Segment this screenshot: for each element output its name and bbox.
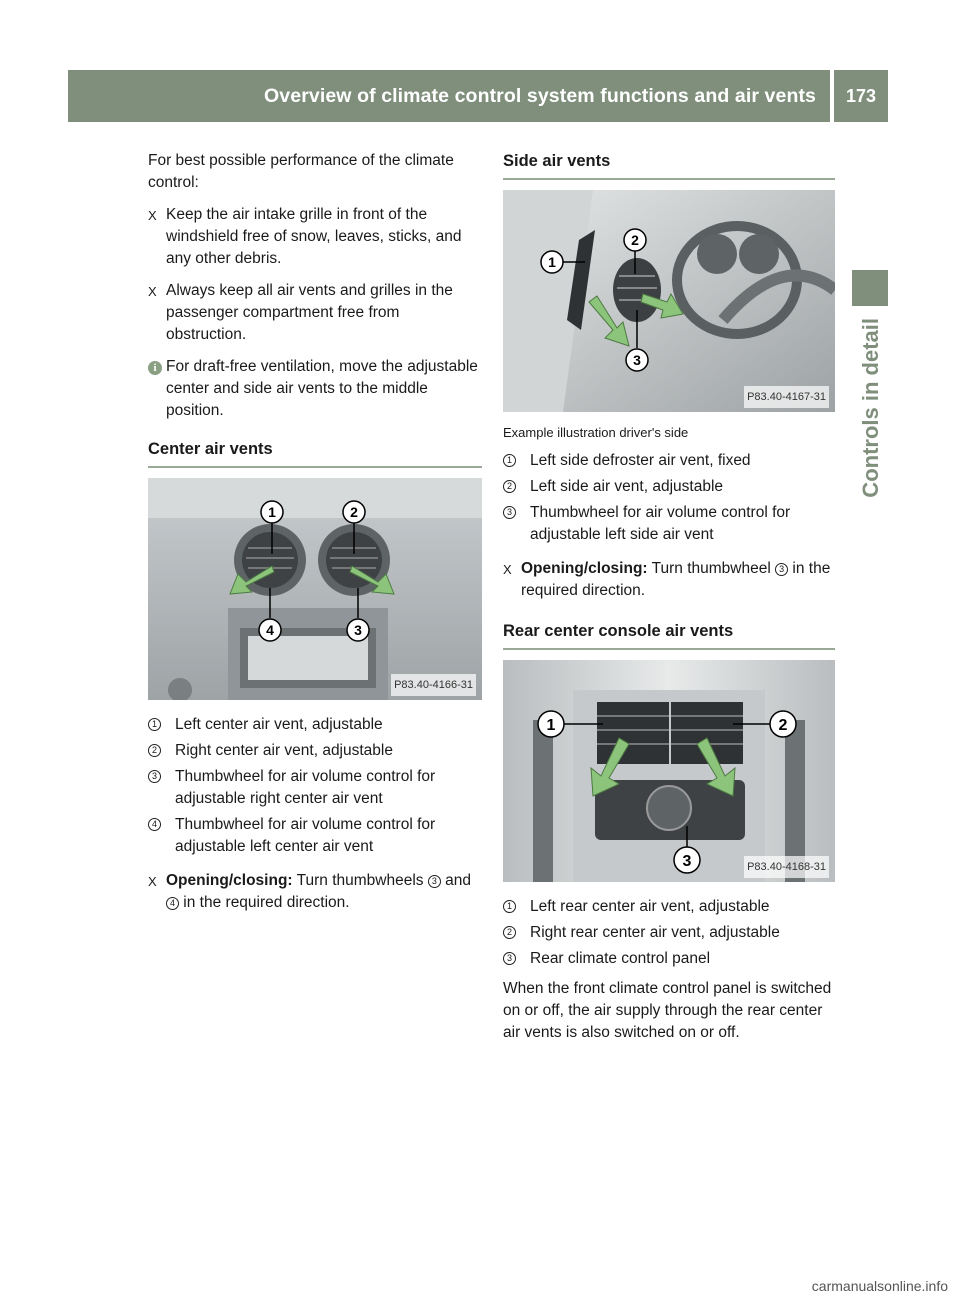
center-vents-illustration: 1 2 4 3 [148,478,482,700]
figure-code: P83.40-4167-31 [744,386,829,408]
info-note: i For draft-free ventilation, move the a… [148,356,482,422]
svg-text:2: 2 [779,717,788,734]
legend-number: 4 [148,818,161,831]
instruction-arrow-icon: X [148,284,157,299]
instruction-arrow-icon: X [148,874,157,889]
rear-vents-figure: 1 2 3 P83.40-4168-31 [503,660,835,882]
rear-paragraph: When the front climate control panel is … [503,980,832,1041]
svg-text:3: 3 [633,352,641,368]
instruction-arrow-icon: X [148,208,157,223]
legend-text: Right rear center air vent, adjustable [530,924,780,941]
page-number: 173 [845,85,877,106]
side-tab-marker [852,270,888,306]
action-label: Opening/closing: [521,560,648,577]
instruction-item: X Opening/closing: Turn thumbwheel 3 in … [503,558,835,602]
legend-text: Left center air vent, adjustable [175,716,383,733]
legend-number: 2 [503,926,516,939]
legend-item: 3 Thumbwheel for air volume control for … [148,766,482,810]
instruction-item: X Keep the air intake grille in front of… [148,204,482,270]
legend-item: 1 Left center air vent, adjustable [148,714,482,736]
figure-caption: Example illustration driver's side [503,425,689,440]
rear-vents-illustration: 1 2 3 [503,660,835,882]
figure-code: P83.40-4168-31 [744,856,829,878]
header-gap [830,70,834,122]
page-number-box: 173 [834,70,888,122]
inline-number: 3 [775,563,789,576]
rear-vents-heading: Rear center console air vents [503,620,835,650]
legend-item: 1 Left side defroster air vent, fixed [503,450,835,472]
legend-item: 1 Left rear center air vent, adjustable [503,896,835,918]
legend-number: 2 [148,744,161,757]
svg-text:1: 1 [268,504,276,520]
legend-number: 1 [503,900,516,913]
action-text: in the required direction. [179,894,350,911]
center-vents-figure: 1 2 4 3 P83.40-4166-31 [148,478,482,700]
info-icon: i [148,361,162,375]
instruction-item: X Opening/closing: Turn thumbwheels 3 an… [148,870,482,914]
action-text: in the required direction. [521,560,831,599]
legend-number: 1 [503,454,516,467]
instruction-text: Always keep all air vents and grilles in… [166,282,453,343]
instruction-text: Keep the air intake grille in front of t… [166,206,462,267]
info-note-text: For draft-free ventilation, move the adj… [166,358,478,419]
legend-text: Thumbwheel for air volume control for ad… [175,816,436,855]
figure-code: P83.40-4166-31 [391,674,476,696]
legend-number: 2 [503,480,516,493]
side-vents-heading: Side air vents [503,150,835,180]
header-title: Overview of climate control system funct… [264,84,816,107]
svg-text:1: 1 [547,717,556,734]
watermark: carmanualsonline.info [811,1278,948,1294]
instruction-arrow-icon: X [503,562,512,577]
svg-text:1: 1 [548,254,556,270]
legend-text: Left side defroster air vent, fixed [530,452,751,469]
side-tab-label: Controls in detail [858,318,883,498]
instruction-text: Opening/closing: Turn thumbwheels 3 and … [166,870,482,914]
legend-text: Thumbwheel for air volume control for ad… [530,504,791,543]
svg-text:3: 3 [354,622,362,638]
page-header: Overview of climate control system funct… [68,70,888,122]
legend-text: Right center air vent, adjustable [175,742,393,759]
legend-number: 1 [148,718,161,731]
side-tab: Controls in detail [852,318,888,738]
svg-text:4: 4 [266,622,274,638]
legend-item: 2 Left side air vent, adjustable [503,476,835,498]
instruction-text: Opening/closing: Turn thumbwheel 3 in th… [521,558,835,602]
left-column: For best possible performance of the cli… [148,150,482,924]
legend-number: 3 [503,952,516,965]
center-vents-heading: Center air vents [148,438,482,468]
legend-number: 3 [503,506,516,519]
legend-item: 2 Right center air vent, adjustable [148,740,482,762]
svg-text:2: 2 [631,232,639,248]
svg-text:2: 2 [350,504,358,520]
legend-text: Left rear center air vent, adjustable [530,898,770,915]
action-text: Turn thumbwheels [292,872,428,889]
legend-item: 4 Thumbwheel for air volume control for … [148,814,482,858]
legend-text: Thumbwheel for air volume control for ad… [175,768,436,807]
action-text: and [440,872,472,889]
inline-number: 4 [166,897,179,910]
inline-number: 3 [427,875,441,888]
action-label: Opening/closing: [166,872,293,889]
side-vents-figure: 1 2 3 P83.40-4167-31 [503,190,835,412]
right-column: Side air vents [503,150,835,1054]
legend-number: 3 [148,770,161,783]
legend-text: Rear climate control panel [530,950,711,967]
action-text: Turn thumbwheel [647,560,776,577]
legend-item: 2 Right rear center air vent, adjustable [503,922,835,944]
legend-item: 3 Thumbwheel for air volume control for … [503,502,835,546]
legend-item: 3 Rear climate control panel [503,948,835,970]
intro-paragraph: For best possible performance of the cli… [148,152,454,191]
instruction-item: X Always keep all air vents and grilles … [148,280,482,346]
header-title-box: Overview of climate control system funct… [68,70,830,122]
svg-text:3: 3 [683,853,692,870]
side-vents-illustration: 1 2 3 [503,190,835,412]
legend-text: Left side air vent, adjustable [530,478,724,495]
